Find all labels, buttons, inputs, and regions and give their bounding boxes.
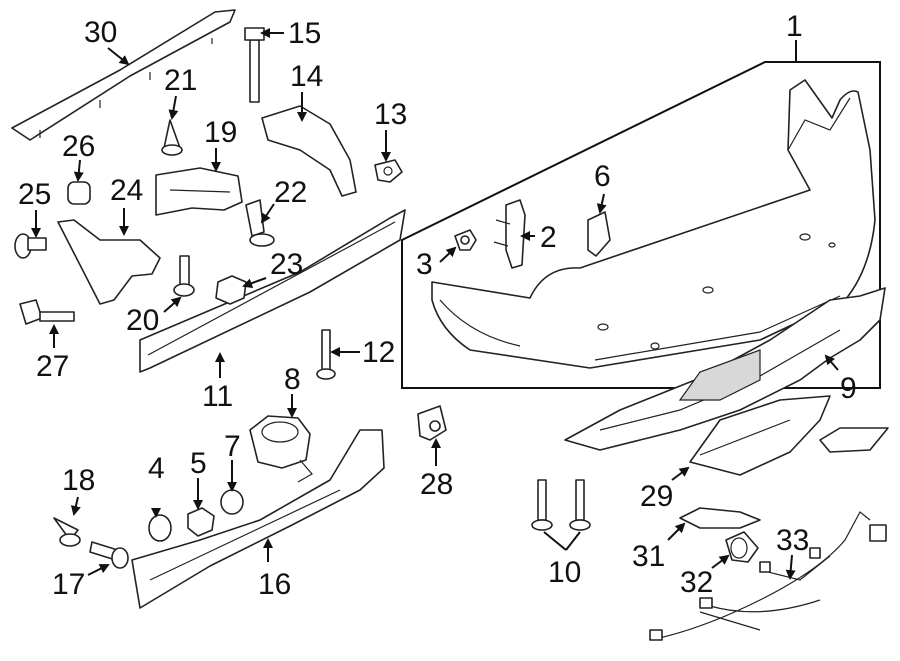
callout-22: 22 — [274, 176, 307, 209]
part-27-bolt — [19, 299, 75, 325]
part-30-molding — [11, 9, 236, 141]
callout-13: 13 — [374, 98, 407, 131]
part-10-bolts — [531, 479, 591, 531]
part-21-push-pin — [161, 119, 183, 156]
leader-20 — [163, 296, 182, 313]
callout-26: 26 — [62, 130, 95, 163]
callout-5: 5 — [190, 447, 207, 480]
part-24-bracket — [57, 219, 161, 305]
callout-24: 24 — [110, 174, 143, 207]
leader-lines — [31, 28, 839, 580]
leader-26 — [73, 159, 84, 182]
leader-33 — [785, 554, 796, 580]
part-9-absorber — [564, 287, 886, 451]
callout-21: 21 — [164, 64, 197, 97]
part-19-bracket — [155, 167, 243, 216]
leader-3 — [439, 246, 457, 263]
part-6-guide — [587, 211, 611, 257]
bumper-assembly-box — [401, 61, 881, 389]
callout-31: 31 — [632, 540, 665, 573]
leader-29 — [671, 466, 690, 481]
leader-32 — [711, 554, 730, 569]
callout-32: 32 — [680, 566, 713, 599]
callout-16: 16 — [258, 568, 291, 601]
part-32-sensor — [725, 531, 759, 563]
callout-9: 9 — [840, 372, 857, 405]
leader-10 — [543, 531, 581, 551]
callout-18: 18 — [62, 464, 95, 497]
part-13-nut — [374, 159, 403, 183]
callout-3: 3 — [416, 248, 433, 281]
callout-12: 12 — [362, 336, 395, 369]
callout-25: 25 — [18, 178, 51, 211]
part-16-trim — [131, 429, 385, 609]
part-8-housing — [249, 415, 313, 483]
part-17-bolt — [89, 541, 129, 569]
callout-14: 14 — [290, 60, 323, 93]
leader-9 — [824, 354, 839, 371]
leader-6 — [596, 193, 607, 214]
callout-33: 33 — [776, 524, 809, 557]
callout-10: 10 — [548, 556, 581, 589]
callout-7: 7 — [224, 430, 241, 463]
callout-8: 8 — [284, 363, 301, 396]
part-4-grommet — [148, 514, 172, 542]
part-3-retainer — [454, 229, 477, 251]
part-14-bracket — [261, 105, 357, 197]
part-22-screw — [245, 199, 275, 247]
part-26-bushing — [67, 181, 91, 205]
callout-6: 6 — [594, 160, 611, 193]
callout-28: 28 — [420, 468, 453, 501]
callout-2: 2 — [540, 221, 557, 254]
part-15-bolt — [244, 27, 265, 103]
part-18-push-pin — [53, 517, 81, 547]
part-11-reinforcement — [139, 209, 406, 373]
callout-27: 27 — [36, 350, 69, 383]
leader-23 — [242, 277, 267, 288]
leader-21 — [168, 95, 179, 120]
part-33-wiring-harness — [649, 511, 887, 641]
callout-4: 4 — [148, 452, 165, 485]
part-23-nut — [215, 275, 247, 305]
callout-15: 15 — [288, 17, 321, 50]
part-28-clip — [417, 405, 447, 441]
callout-labels: 1 2 3 4 5 6 7 8 9 10 11 12 13 14 15 16 1… — [18, 10, 857, 601]
part-29-panel — [689, 395, 889, 476]
callout-23: 23 — [270, 248, 303, 281]
callout-19: 19 — [204, 116, 237, 149]
callout-20: 20 — [126, 304, 159, 337]
leader-31 — [667, 522, 686, 541]
part-5-nut — [187, 507, 215, 537]
part-31-valance — [679, 507, 761, 529]
leader-30 — [107, 47, 130, 66]
callout-1: 1 — [786, 10, 803, 43]
callout-17: 17 — [52, 568, 85, 601]
callout-29: 29 — [640, 480, 673, 513]
leader-18 — [70, 496, 81, 516]
part-1-bumper-cover — [431, 79, 876, 369]
callout-30: 30 — [84, 16, 117, 49]
part-25-clip — [14, 233, 47, 259]
part-7-grommet — [220, 489, 244, 515]
leader-17 — [87, 564, 110, 576]
part-20-bolt — [173, 255, 195, 297]
part-12-bolt — [316, 329, 336, 380]
leader-22 — [260, 203, 275, 224]
callout-11: 11 — [202, 380, 233, 413]
part-2-bracket — [493, 199, 526, 269]
